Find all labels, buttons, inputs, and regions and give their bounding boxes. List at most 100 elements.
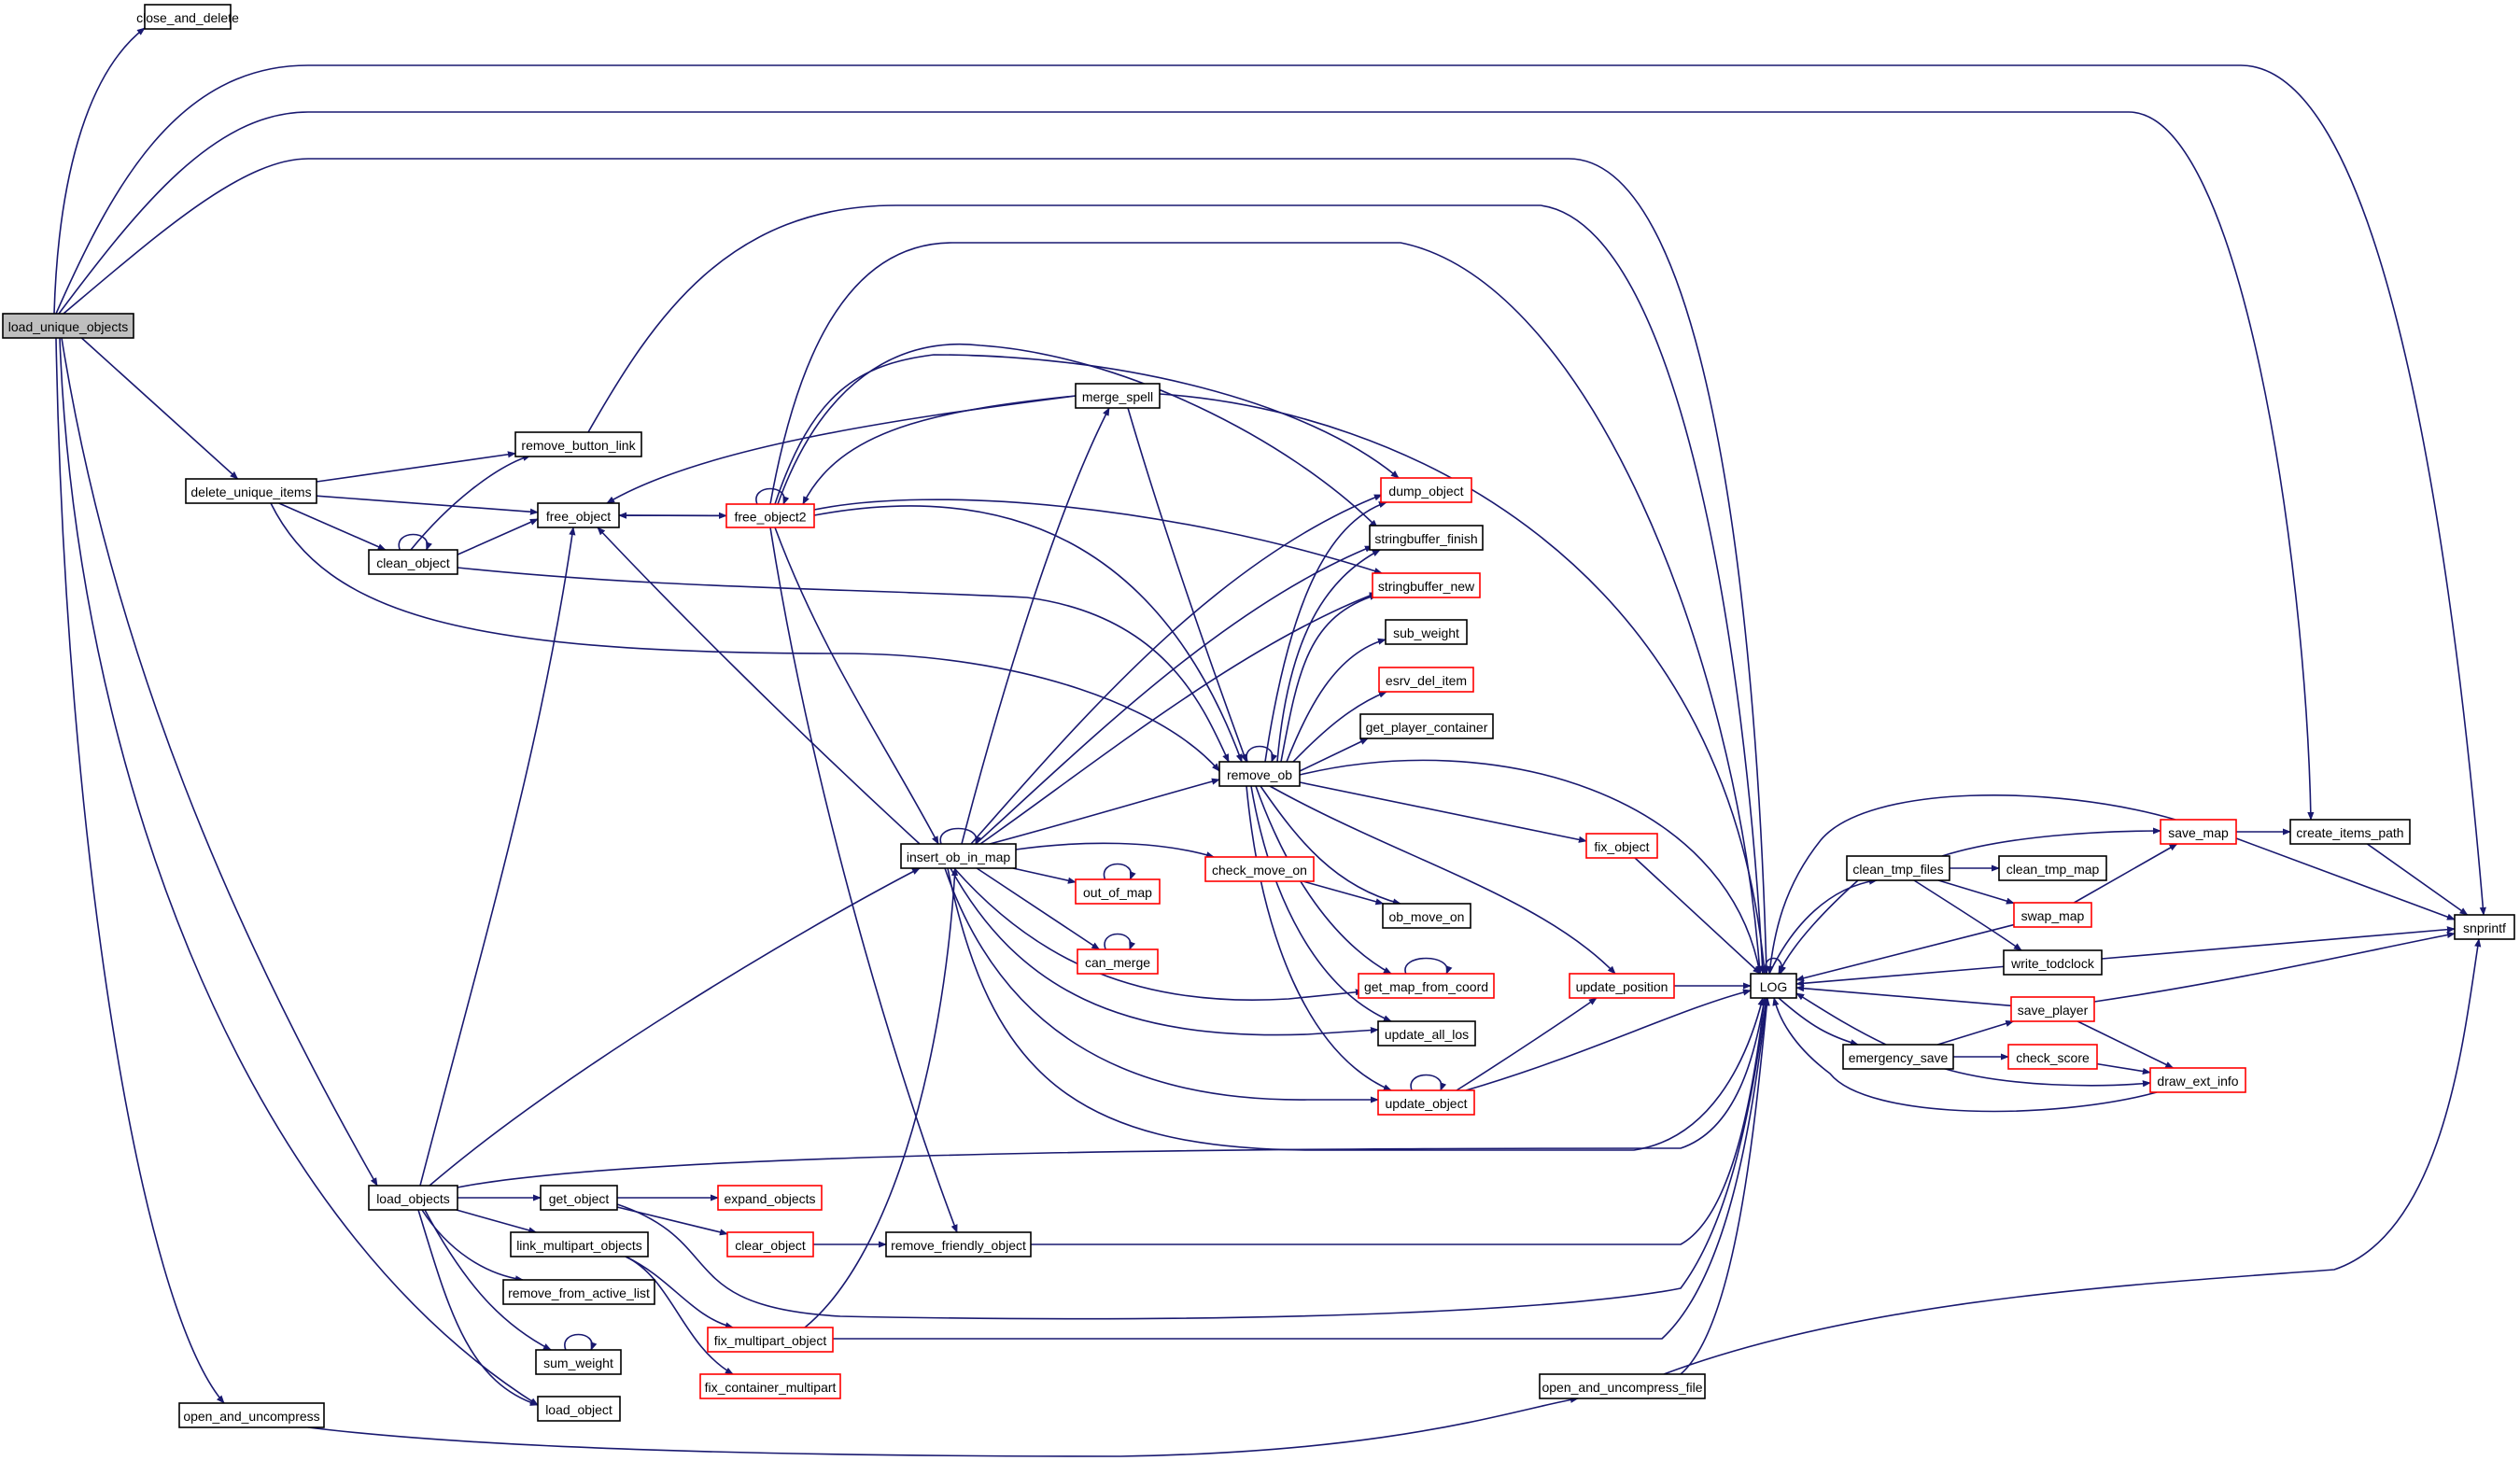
node-box[interactable] <box>699 1373 841 1399</box>
node-box[interactable] <box>1377 1089 1475 1116</box>
node-snprintf[interactable]: snprintf <box>2454 914 2515 940</box>
node-box[interactable] <box>1075 383 1161 409</box>
node-stringbuffer_finish[interactable]: stringbuffer_finish <box>1369 525 1484 551</box>
node-check_score[interactable]: check_score <box>2007 1044 2098 1070</box>
node-load_objects[interactable]: load_objects <box>368 1185 458 1211</box>
node-free_object[interactable]: free_object <box>537 502 620 528</box>
node-merge_spell[interactable]: merge_spell <box>1075 383 1161 409</box>
node-remove_from_active_list[interactable]: remove_from_active_list <box>502 1279 655 1305</box>
node-open_and_uncompress_file[interactable]: open_and_uncompress_file <box>1539 1373 1706 1399</box>
node-clean_tmp_map[interactable]: clean_tmp_map <box>1998 855 2107 881</box>
node-box[interactable] <box>1218 761 1301 787</box>
node-emergency_save[interactable]: emergency_save <box>1842 1044 1954 1070</box>
node-box[interactable] <box>1359 713 1494 739</box>
node-box[interactable] <box>535 1349 622 1375</box>
node-free_object2[interactable]: free_object2 <box>725 503 815 528</box>
node-box[interactable] <box>537 1396 621 1422</box>
node-box[interactable] <box>900 843 1017 869</box>
node-sub_weight[interactable]: sub_weight <box>1385 619 1468 645</box>
node-box[interactable] <box>1385 619 1468 645</box>
node-box[interactable] <box>1539 1373 1706 1399</box>
node-update_all_los[interactable]: update_all_los <box>1377 1020 1476 1047</box>
node-update_position[interactable]: update_position <box>1569 973 1675 999</box>
node-box[interactable] <box>178 1402 325 1428</box>
node-clean_tmp_files[interactable]: clean_tmp_files <box>1846 855 1950 881</box>
node-dump_object[interactable]: dump_object <box>1380 477 1472 503</box>
node-box[interactable] <box>514 431 642 457</box>
node-box[interactable] <box>2 313 134 339</box>
node-box[interactable] <box>717 1185 823 1211</box>
node-LOG[interactable]: LOG <box>1750 973 1797 999</box>
node-clear_object[interactable]: clear_object <box>726 1231 814 1257</box>
node-ob_move_on[interactable]: ob_move_on <box>1382 903 1471 929</box>
node-box[interactable] <box>537 502 620 528</box>
node-insert_ob_in_map[interactable]: insert_ob_in_map <box>900 843 1017 869</box>
node-remove_button_link[interactable]: remove_button_link <box>514 431 642 457</box>
node-delete_unique_items[interactable]: delete_unique_items <box>185 478 317 504</box>
node-box[interactable] <box>2007 1044 2098 1070</box>
node-get_player_container[interactable]: get_player_container <box>1359 713 1494 739</box>
node-box[interactable] <box>1750 973 1797 999</box>
node-box[interactable] <box>2149 1067 2246 1093</box>
node-box[interactable] <box>885 1231 1032 1257</box>
node-box[interactable] <box>1998 855 2107 881</box>
node-fix_container_multipart[interactable]: fix_container_multipart <box>699 1373 841 1399</box>
node-box[interactable] <box>1204 856 1315 882</box>
node-box[interactable] <box>1569 973 1675 999</box>
node-link_multipart_objects[interactable]: link_multipart_objects <box>510 1231 649 1257</box>
node-box[interactable] <box>1585 833 1658 859</box>
node-box[interactable] <box>1377 1020 1476 1047</box>
node-box[interactable] <box>725 503 815 528</box>
node-stringbuffer_new[interactable]: stringbuffer_new <box>1372 572 1481 598</box>
node-box[interactable] <box>2003 949 2103 976</box>
node-clean_object[interactable]: clean_object <box>368 549 458 575</box>
node-box[interactable] <box>1378 667 1474 693</box>
node-can_merge[interactable]: can_merge <box>1077 948 1159 975</box>
node-box[interactable] <box>144 4 232 30</box>
node-swap_map[interactable]: swap_map <box>2013 902 2092 928</box>
node-remove_ob[interactable]: remove_ob <box>1218 761 1301 787</box>
node-box[interactable] <box>1846 855 1950 881</box>
node-box[interactable] <box>1382 903 1471 929</box>
node-open_and_uncompress[interactable]: open_and_uncompress <box>178 1402 325 1428</box>
node-box[interactable] <box>726 1231 814 1257</box>
node-box[interactable] <box>368 549 458 575</box>
node-close_and_delete[interactable]: close_and_delete <box>136 4 239 30</box>
node-box[interactable] <box>2289 819 2411 845</box>
node-box[interactable] <box>1358 973 1495 999</box>
node-box[interactable] <box>1380 477 1472 503</box>
node-box[interactable] <box>1842 1044 1954 1070</box>
node-box[interactable] <box>540 1185 618 1211</box>
node-box[interactable] <box>1372 572 1481 598</box>
node-get_object[interactable]: get_object <box>540 1185 618 1211</box>
node-box[interactable] <box>2013 902 2092 928</box>
node-get_map_from_coord[interactable]: get_map_from_coord <box>1358 973 1495 999</box>
node-out_of_map[interactable]: out_of_map <box>1075 878 1161 905</box>
node-box[interactable] <box>1369 525 1484 551</box>
node-load_object[interactable]: load_object <box>537 1396 621 1422</box>
node-box[interactable] <box>2010 996 2095 1022</box>
node-update_object[interactable]: update_object <box>1377 1089 1475 1116</box>
node-sum_weight[interactable]: sum_weight <box>535 1349 622 1375</box>
node-expand_objects[interactable]: expand_objects <box>717 1185 823 1211</box>
node-check_move_on[interactable]: check_move_on <box>1204 856 1315 882</box>
node-box[interactable] <box>1077 948 1159 975</box>
node-box[interactable] <box>502 1279 655 1305</box>
node-box[interactable] <box>1075 878 1161 905</box>
node-esrv_del_item[interactable]: esrv_del_item <box>1378 667 1474 693</box>
node-fix_object[interactable]: fix_object <box>1585 833 1658 859</box>
node-box[interactable] <box>185 478 317 504</box>
node-draw_ext_info[interactable]: draw_ext_info <box>2149 1067 2246 1093</box>
node-load_unique_objects[interactable]: load_unique_objects <box>2 313 134 339</box>
node-save_player[interactable]: save_player <box>2010 996 2095 1022</box>
node-box[interactable] <box>2454 914 2515 940</box>
node-write_todclock[interactable]: write_todclock <box>2003 949 2103 976</box>
node-fix_multipart_object[interactable]: fix_multipart_object <box>707 1327 834 1353</box>
node-remove_friendly_object[interactable]: remove_friendly_object <box>885 1231 1032 1257</box>
node-create_items_path[interactable]: create_items_path <box>2289 819 2411 845</box>
node-box[interactable] <box>510 1231 649 1257</box>
node-box[interactable] <box>2160 819 2237 845</box>
node-box[interactable] <box>707 1327 834 1353</box>
node-save_map[interactable]: save_map <box>2160 819 2237 845</box>
node-box[interactable] <box>368 1185 458 1211</box>
